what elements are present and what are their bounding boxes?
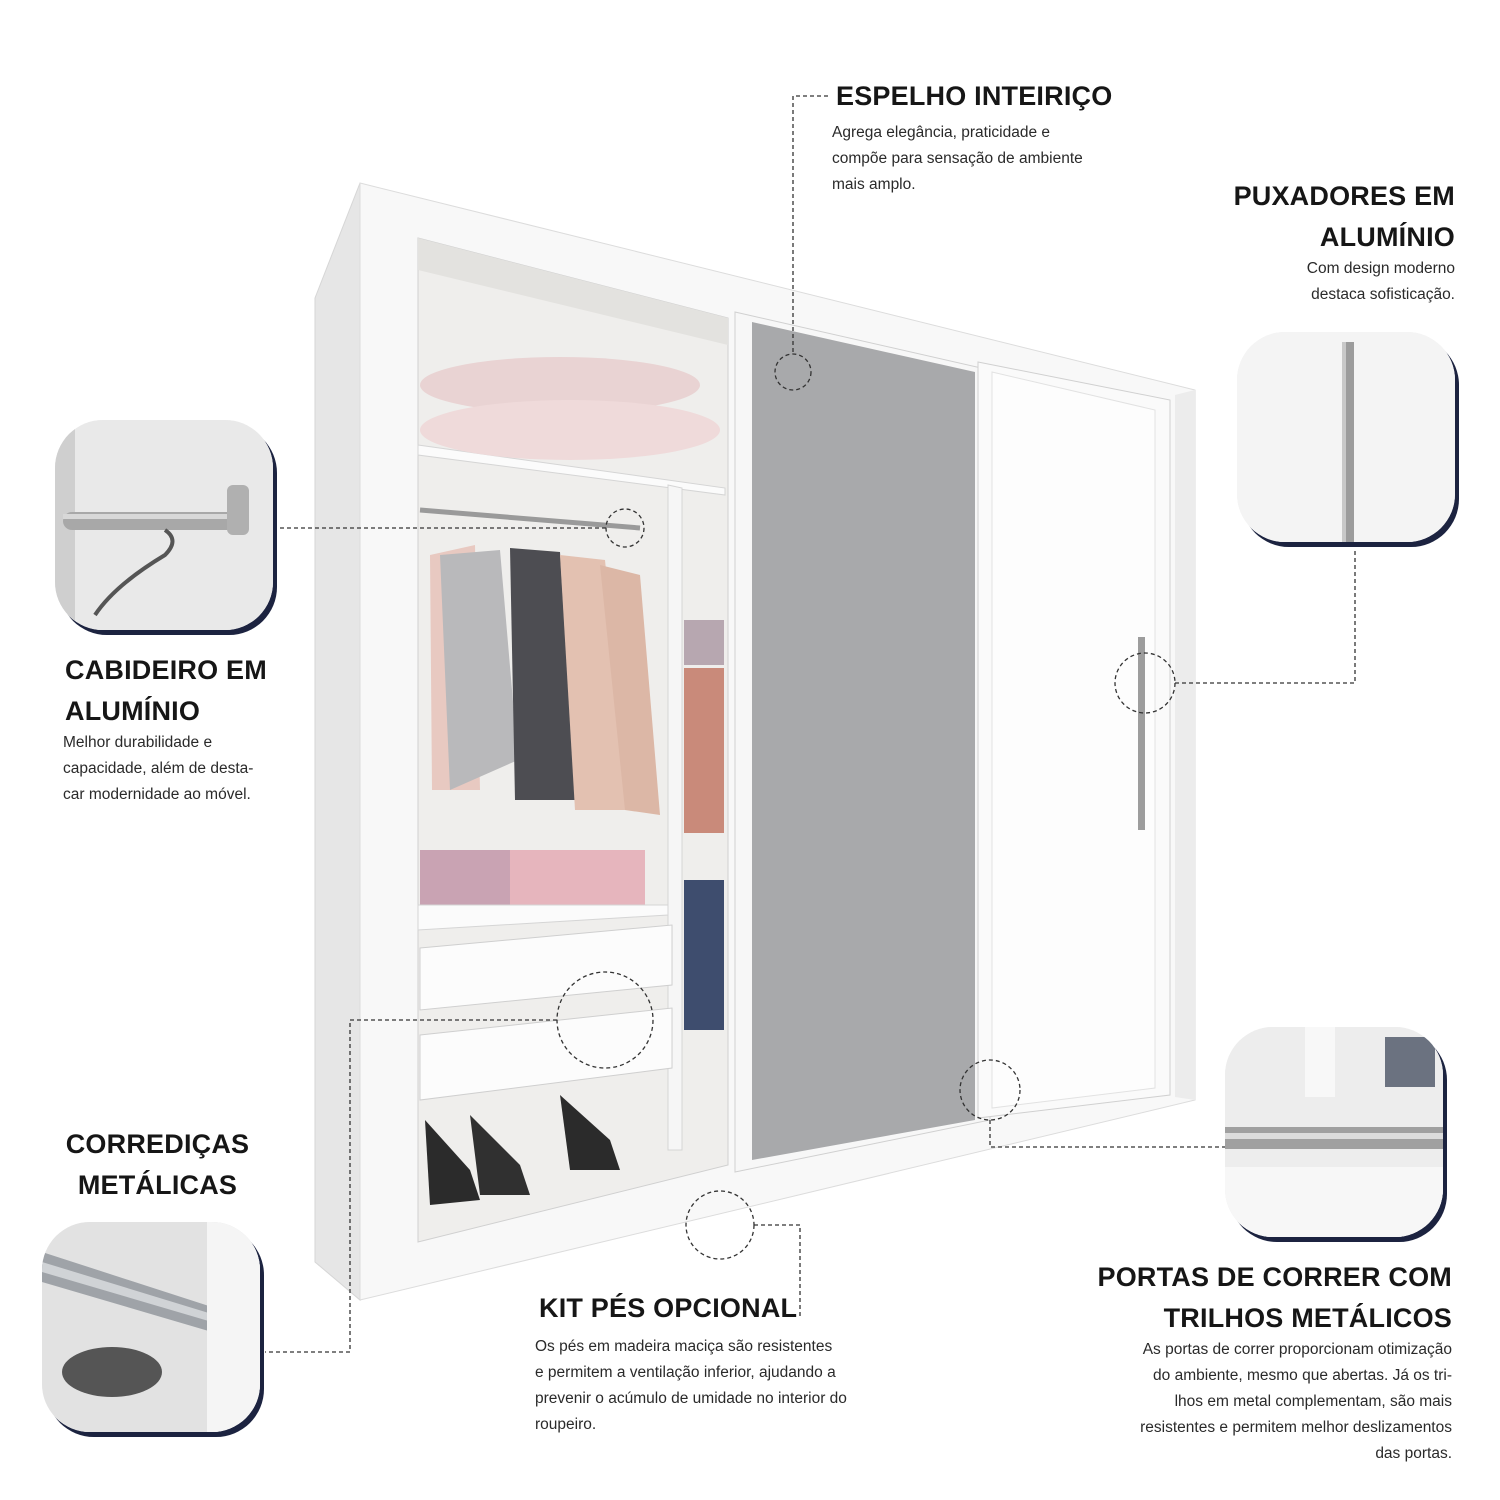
desc-line: car modernidade ao móvel. <box>63 786 251 803</box>
desc-line: das portas. <box>1375 1445 1452 1462</box>
leader-line <box>1175 548 1356 684</box>
desc-line: roupeiro. <box>535 1416 597 1433</box>
desc-line: resistentes e permitem melhor deslizamen… <box>1140 1419 1452 1436</box>
title-line: ALUMÍNIO <box>65 696 201 726</box>
title-line: CABIDEIRO EM <box>65 655 267 685</box>
mirror <box>752 322 975 1160</box>
desc-line: do ambiente, mesmo que abertas. Já os tr… <box>1153 1367 1452 1384</box>
feature-title-espelho: ESPELHO INTEIRIÇO <box>836 81 1113 111</box>
title-line: TRILHOS METÁLICOS <box>1163 1303 1452 1333</box>
desc-line: prevenir o acúmulo de umidade no interio… <box>535 1390 847 1407</box>
feature-desc-cabideiro: Melhor durabilidade e capacidade, além d… <box>63 730 253 808</box>
feature-title-puxadores: PUXADORES EM ALUMÍNIO <box>1234 176 1455 258</box>
title-line: PORTAS DE CORRER COM <box>1097 1262 1452 1292</box>
inset-sliding-rails <box>1225 1027 1443 1237</box>
desc-line: Melhor durabilidade e <box>63 734 213 751</box>
aluminum-handle <box>1138 637 1145 830</box>
pillow <box>420 400 720 460</box>
desc-line: destaca sofisticação. <box>1311 286 1455 303</box>
desc-line: e permitem a ventilação inferior, ajudan… <box>535 1364 836 1381</box>
leader-line <box>265 1019 557 1353</box>
feature-title-corredicas: CORREDIÇAS METÁLICAS <box>40 1124 275 1206</box>
feature-desc-espelho: Agrega elegância, praticidade e compõe p… <box>832 120 1083 198</box>
leader-line <box>754 1224 801 1318</box>
feature-title-kit-pes: KIT PÉS OPCIONAL <box>539 1293 798 1323</box>
drawer <box>419 924 673 1011</box>
desc-line: lhos em metal complementam, são mais <box>1174 1393 1452 1410</box>
inset-handle <box>1237 332 1455 542</box>
feature-title-cabideiro: CABIDEIRO EM ALUMÍNIO <box>65 650 267 732</box>
desc-line: compõe para sensação de ambiente <box>832 150 1083 167</box>
feature-desc-puxadores: Com design moderno destaca sofisticação. <box>1307 256 1455 308</box>
title-line: CORREDIÇAS <box>65 1129 250 1159</box>
feature-desc-kit-pes: Os pés em madeira maciça são resistentes… <box>535 1334 847 1438</box>
title-line: METÁLICAS <box>77 1170 238 1200</box>
inset-drawer-slides <box>42 1222 260 1432</box>
title-line: PUXADORES EM <box>1233 181 1455 211</box>
feature-desc-portas: As portas de correr proporcionam otimiza… <box>1140 1337 1452 1467</box>
hanging-rod <box>419 507 641 531</box>
pillow <box>420 357 700 413</box>
callout-circle <box>959 1059 1021 1121</box>
leader-line <box>989 1120 1225 1148</box>
desc-line: As portas de correr proporcionam otimiza… <box>1142 1341 1452 1358</box>
drawer <box>419 1007 673 1101</box>
callout-circle <box>774 353 812 391</box>
leader-line <box>792 95 828 354</box>
title-line: ALUMÍNIO <box>1319 222 1455 252</box>
desc-line: mais amplo. <box>832 176 916 193</box>
wardrobe-side-panel <box>314 182 361 1302</box>
desc-line: Agrega elegância, praticidade e <box>832 124 1051 141</box>
inset-hanging-rod <box>55 420 273 630</box>
desc-line: Com design moderno <box>1306 260 1455 277</box>
feature-title-portas: PORTAS DE CORRER COM TRILHOS METÁLICOS <box>1097 1257 1452 1339</box>
desc-line: Os pés em madeira maciça são resistentes <box>535 1338 833 1355</box>
desc-line: capacidade, além de desta- <box>63 760 254 777</box>
